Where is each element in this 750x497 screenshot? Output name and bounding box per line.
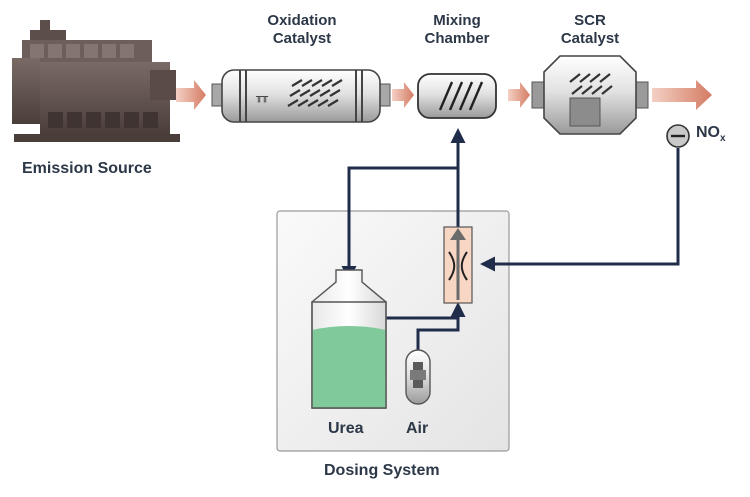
injector-valve-icon [443,226,473,304]
oxidation-catalyst-label: Oxidation Catalyst [252,12,352,48]
flow-arrow-out [652,80,712,110]
nox-sensor-icon [666,124,690,148]
nox-label-subscript: x [720,133,726,145]
dosing-pipes [341,128,680,350]
air-label: Air [406,420,429,437]
nox-sensor-label: NOx [696,124,726,144]
mixing-chamber-label: Mixing Chamber [412,12,502,48]
emission-source-label: Emission Source [22,160,152,177]
pipe-nox-feedback [480,148,680,272]
scr-catalyst-label: SCR Catalyst [545,12,635,48]
svg-text:╥╥: ╥╥ [255,92,269,103]
exhaust-flow-arrows [176,80,712,110]
air-cylinder-icon [405,349,431,405]
scr-catalyst-icon [531,55,649,135]
scr-catalyst-label-line2: Catalyst [560,30,620,47]
oxidation-catalyst-icon: ╥╥ [211,69,391,123]
mixing-chamber-icon [417,73,497,119]
pipe-tank-feed [341,166,460,281]
scr-catalyst-label-line1: SCR [574,12,606,29]
urea-label: Urea [328,420,364,437]
flow-arrow-3 [508,82,530,108]
mixing-chamber-label-line1: Mixing [433,12,481,29]
dosing-system-label: Dosing System [324,462,440,479]
mixing-chamber-label-line2: Chamber [424,30,490,47]
oxidation-catalyst-label-line1: Oxidation [267,12,337,29]
flow-arrow-1 [176,80,206,110]
oxidation-catalyst-label-line2: Catalyst [272,30,332,47]
flow-arrow-2 [392,82,414,108]
nox-label-base: NO [696,124,720,141]
pipe-air-to-injector [416,308,460,350]
urea-tank-icon [311,269,387,409]
engine-icon [12,20,180,142]
